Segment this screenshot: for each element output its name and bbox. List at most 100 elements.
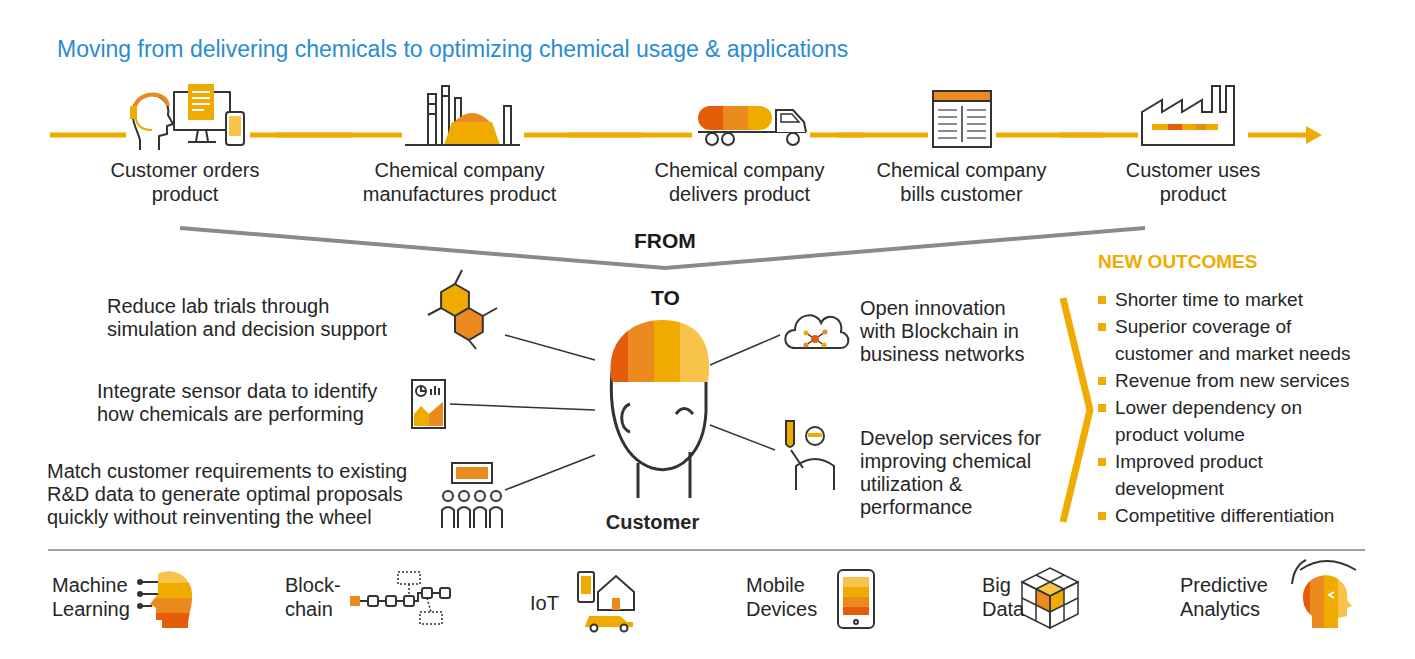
customer-order-icon [135,95,168,112]
technology-label: Block- chain [285,573,347,621]
factory-icon [1138,84,1248,148]
customer-head-icon [680,316,712,386]
predictive-analytics-icon [1338,570,1354,632]
connector-line [837,133,864,138]
blockchain-cloud-icon [806,332,825,345]
chart-icon [412,380,445,428]
label-wrapper: Big Data [982,573,1032,621]
bullet-square [1098,458,1106,466]
factory-icon [1168,124,1182,130]
outcome-item: Lower dependency on product volume [1115,394,1340,448]
team-icon [442,507,502,528]
delivery-truck-icon [698,106,772,130]
iot-icon [578,572,634,632]
customer-head-icon [600,316,628,386]
chart-icon [414,402,443,426]
customer-node: Customer [595,318,710,540]
delivery-truck-icon [748,106,772,130]
customer-order-icon [174,92,230,130]
chart-icon [421,386,426,391]
invoice-icon [938,110,986,138]
from-chevron [180,228,1145,268]
team-icon [452,463,492,483]
factory-icon [1142,86,1234,145]
capability-item: Integrate sensor data to identify how ch… [90,376,450,432]
team-icon [456,467,488,479]
chart-icon [429,402,443,426]
outcome-item: Superior coverage of customer and market… [1115,313,1365,367]
process-step: Chemical company delivers product [642,80,837,220]
from-label: FROM [634,229,696,253]
mobile-device-icon [854,620,858,624]
delivery-truck-icon [692,98,810,148]
scientist-icon [808,433,822,437]
blockchain-icon [409,584,431,612]
outcome-row: Superior coverage of customer and market… [1098,313,1365,367]
invoice-icon [928,88,996,150]
mobile-device-icon [843,597,869,607]
customer-head-icon [622,404,630,432]
label-wrapper: NEW OUTCOMES [1098,250,1257,274]
blockchain-cloud-icon [804,331,809,336]
outcome-row: Improved product development [1098,448,1365,502]
outcomes-bracket [1063,298,1090,522]
from-chevron [180,228,1145,268]
outcomes-bracket [1063,298,1090,522]
node-text: Chemical company manufactures product [352,158,567,206]
scientist-icon [806,427,824,445]
capability-item: Develop services for improving chemical … [775,415,1060,527]
blockchain-cloud-icon [811,335,819,343]
node-text: Open innovation with Blockchain in busin… [860,297,1038,366]
delivery-truck-icon [692,98,810,148]
bullet-square [1098,296,1106,304]
customer-order-icon [126,82,250,150]
outcome-row: Competitive differentiation [1098,502,1365,529]
iot-icon [598,576,634,610]
invoice-icon [933,91,991,147]
manufacturing-icon [405,144,520,146]
connector-line [710,425,775,450]
machine-learning-icon [142,582,158,606]
team-icon [443,491,453,501]
blockchain-cloud-icon [822,343,827,348]
delivery-truck-icon [722,133,734,145]
connector-line [450,404,595,410]
process-step: Customer uses product [1103,80,1283,220]
capability-item: Open innovation with Blockchain in busin… [780,295,1042,371]
predictive-analytics-icon [1300,561,1356,570]
label-wrapper: Machine Learning [52,573,142,621]
predictive-analytics-icon [1296,570,1310,632]
outcome-item: Competitive differentiation [1115,502,1365,529]
blockchain-cloud-icon [804,343,809,348]
label-wrapper: FROM [634,229,696,253]
chart-icon [416,386,426,396]
invoice-icon [961,106,963,142]
blockchain-icon [368,596,378,606]
molecule-icon [455,308,483,340]
customer-head-icon [638,452,690,498]
mobile-device-icon [838,570,874,628]
node-text: Reduce lab trials through simulation and… [107,295,407,341]
machine-learning-icon [145,613,195,630]
process-step: Customer orders product [95,80,275,220]
customer-head-icon [600,316,712,386]
team-icon [442,463,502,528]
bullet-square [1098,404,1106,412]
big-data-cube-icon [1022,575,1078,621]
bullet-square [1098,377,1106,385]
technology-label: IoT [530,591,559,615]
blockchain-icon [398,572,420,584]
label-wrapper: Mobile Devices [746,573,826,621]
delivery-truck-icon [787,133,799,145]
blockchain-icon [422,588,432,598]
customer-head-icon [611,372,706,470]
blockchain-cloud-icon [823,330,828,335]
process-step: Chemical company manufactures product [352,80,567,220]
outcomes-list: Shorter time to marketSuperior coverage … [1098,286,1365,529]
team-icon [475,491,485,501]
scientist-icon [791,450,803,468]
blockchain-icon [440,588,450,598]
predictive-analytics-icon [1324,570,1338,632]
scientist-icon [786,421,834,490]
